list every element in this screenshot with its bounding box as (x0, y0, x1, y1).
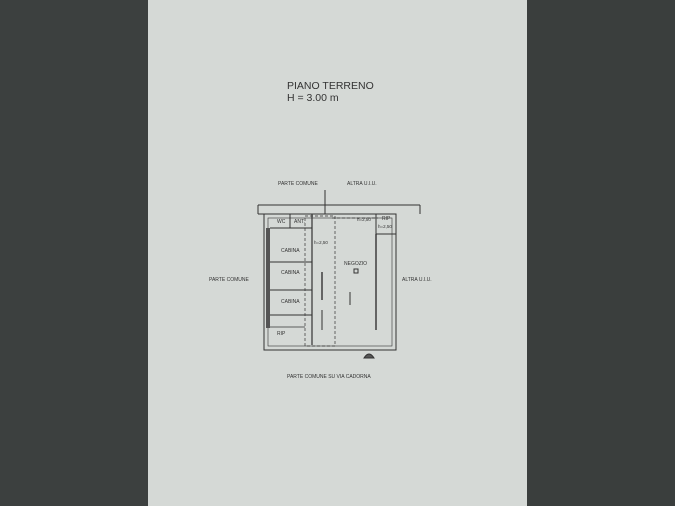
room-rip-left: RIP (277, 331, 286, 337)
label-bottom: PARTE COMUNE SU VIA CADORNA (287, 374, 371, 380)
left-wall-fill (266, 228, 270, 328)
label-top-right: ALTRA U.I.U. (347, 181, 377, 187)
room-rip-right: RIP (382, 216, 391, 222)
plan-title: PIANO TERRENO H = 3.00 m (287, 80, 374, 104)
paper-sheet (148, 0, 527, 506)
label-left: PARTE COMUNE (209, 277, 249, 283)
height-rip: h=2,50 (378, 224, 392, 229)
height-cabine: h=2,50 (314, 240, 328, 245)
plan-title-line1: PIANO TERRENO (287, 80, 374, 92)
room-cabina-2: CABINA (281, 270, 300, 276)
label-right: ALTRA U.I.U. (402, 277, 432, 283)
room-ant: ANT. (294, 219, 305, 225)
background-right (527, 0, 675, 506)
room-cabina-3: CABINA (281, 299, 300, 305)
outer-walls (263, 213, 397, 351)
label-top-left: PARTE COMUNE (278, 181, 318, 187)
rip-right-box (375, 213, 397, 235)
height-top: h=2,50 (357, 217, 371, 222)
column-mark (353, 268, 359, 274)
background-left (0, 0, 148, 506)
room-negozio: NEGOZIO (344, 261, 367, 267)
room-cabina-1: CABINA (281, 248, 300, 254)
room-wc: WC (277, 219, 286, 225)
plan-title-line2: H = 3.00 m (287, 92, 339, 104)
entrance-door-mark (363, 353, 375, 359)
corridor-dashed (304, 215, 336, 347)
